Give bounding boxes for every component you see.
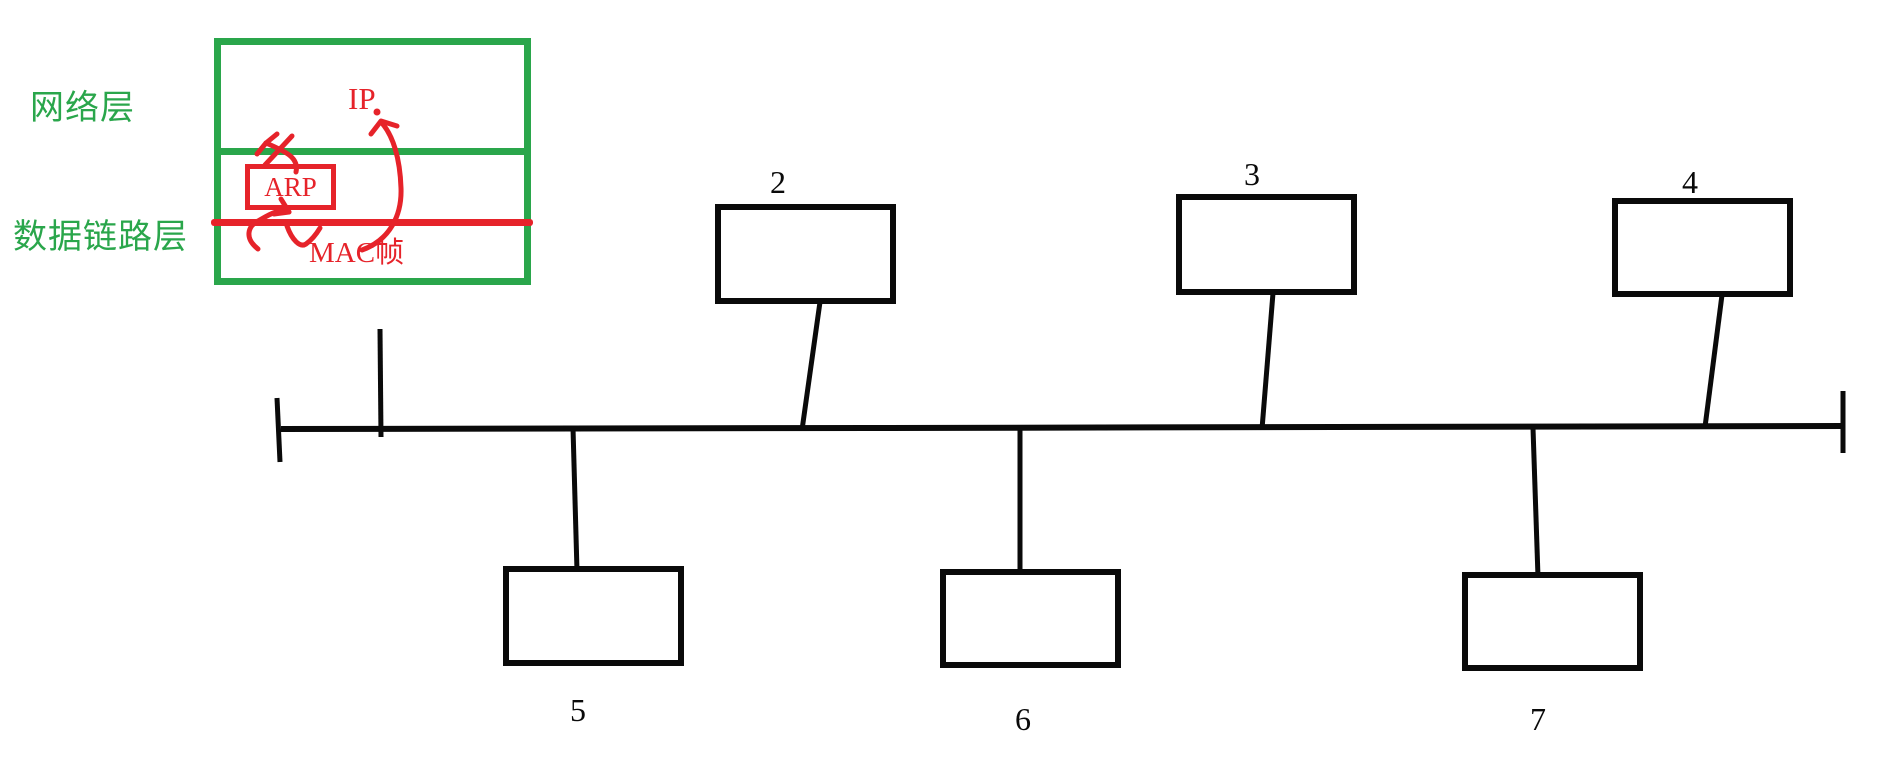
arp-box: ARP [245,164,336,210]
bus-line [280,423,1844,432]
node-5-label: 5 [570,692,586,728]
node-2-drop-line [799,301,823,431]
bus-left-terminator [274,397,283,463]
node-5-box [503,566,684,666]
mac-to-ip-arrow-dot [373,108,381,116]
link-to-arp-arrow [246,208,292,252]
node-7-box [1462,572,1643,671]
network-layer-label: 网络层 [30,90,135,127]
node-4-label: 4 [1682,164,1698,200]
node-4-box [1612,198,1793,297]
node-2-label: 2 [770,164,786,200]
node-7-label: 7 [1530,701,1546,737]
arp-label: ARP [264,171,317,202]
node-5-drop-line [570,427,580,572]
node-3-box [1176,194,1357,295]
link-to-arp-arrowhead [271,196,292,217]
arp-to-network-arrowhead [254,131,280,157]
node-6-label: 6 [1015,701,1031,737]
arp-to-network-arrow [263,140,299,175]
network-datalink-divider-line [218,148,527,155]
node-7-drop-line [1530,427,1541,578]
mac-to-ip-arrowhead [368,118,400,137]
datalink-layer-label: 数据链路层 [13,219,188,256]
node-4-drop-line [1702,294,1725,428]
node-3-label: 3 [1244,156,1260,192]
bus-stub-tap [377,328,384,438]
mac-frame-tail-stroke [284,223,323,248]
node-2-box [715,204,896,304]
mac-frame-label: MAC帧 [309,237,405,269]
mac-to-ip-arrow [359,119,404,253]
node-6-box [940,569,1121,668]
protocol-stack-box [214,38,531,285]
ip-label: IP [348,81,376,116]
mac-frame-boundary-line [211,219,533,226]
node-3-drop-line [1259,292,1276,430]
arp-to-network-arrow-cross [262,133,295,168]
